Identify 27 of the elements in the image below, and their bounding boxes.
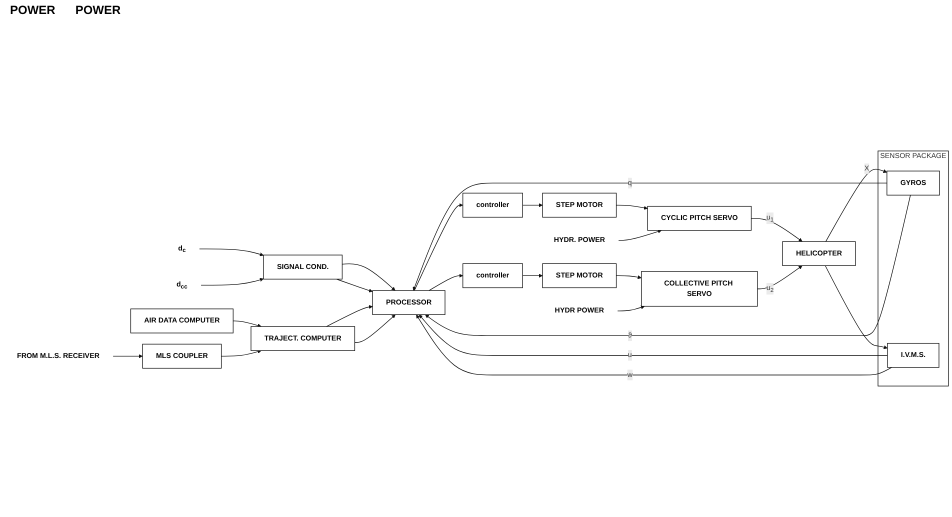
arrow [522,203,543,208]
arrow [757,265,802,290]
annotation-text: POWER [75,3,121,17]
arrow [750,218,802,242]
arrow [825,168,888,242]
arrow [618,230,662,241]
arrow [425,194,911,336]
arrow [336,278,373,292]
arrow [616,275,642,280]
arrow [220,350,262,357]
arrow [522,274,543,278]
arrow [354,314,396,343]
arrow [617,305,645,312]
arrow [416,314,892,376]
arrow [414,203,464,291]
annotation-text: POWER [10,3,56,17]
arrow [112,354,143,358]
arrow [326,305,373,327]
arrow [418,314,888,356]
arrow [198,248,264,256]
arrow [824,265,888,350]
arrow [200,278,264,286]
arrow [616,204,648,210]
arrow [342,263,396,291]
arrow [232,320,262,328]
arrow [412,182,888,291]
arrow [428,274,464,291]
